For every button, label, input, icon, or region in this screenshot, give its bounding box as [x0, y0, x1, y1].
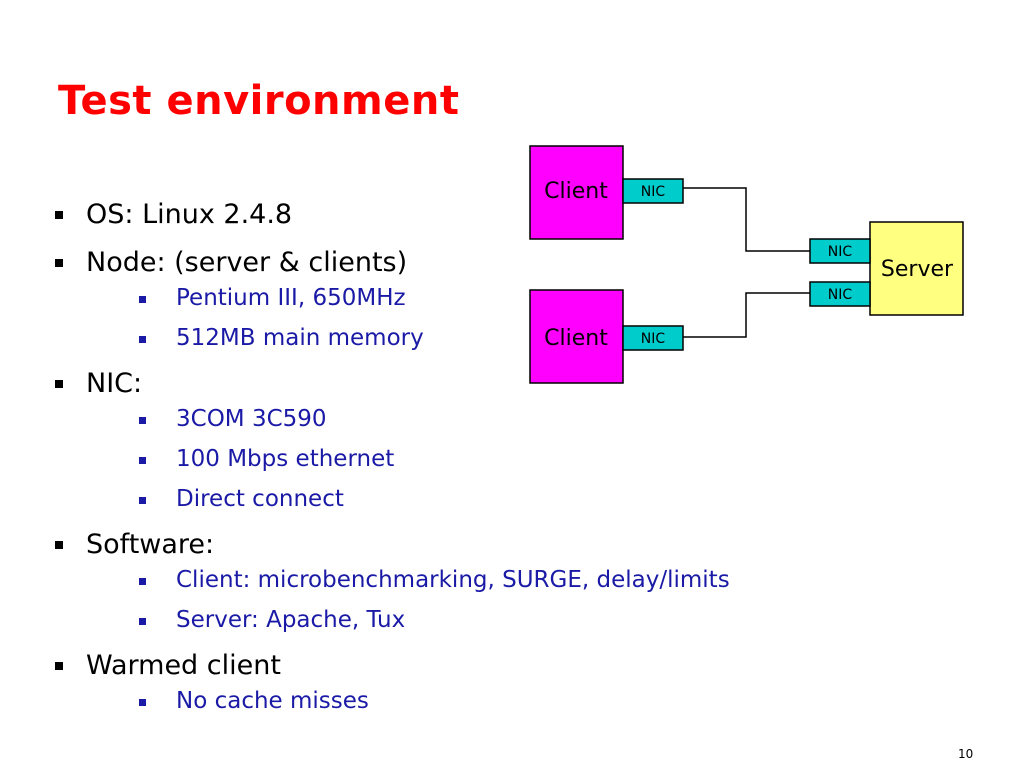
sub-bullet-memory-text: 512MB main memory [176, 325, 424, 351]
network-diagram: Client NIC Client NIC Server NIC NIC [529, 145, 964, 384]
sub-list-node: Pentium III, 650MHz 512MB main memory [86, 284, 852, 353]
server-nic-top-label: NIC [828, 244, 853, 260]
sub-bullet-ethernet: 100 Mbps ethernet [86, 445, 852, 474]
sub-bullet-server-software-text: Server: Apache, Tux [176, 607, 406, 633]
bullet-software-text: Software: [86, 529, 215, 560]
client-top-nic-label: NIC [641, 184, 666, 200]
sub-bullet-direct-connect-text: Direct connect [176, 486, 344, 512]
bullet-os: OS: Linux 2.4.8 [52, 198, 852, 232]
client-bottom-box [529, 289, 624, 384]
sub-bullet-cpu-text: Pentium III, 650MHz [176, 285, 406, 311]
sub-list-nic: 3COM 3C590 100 Mbps ethernet Direct conn… [86, 405, 852, 514]
link-bottom-client-to-server [683, 292, 810, 338]
server-nic-bottom-label: NIC [828, 287, 853, 303]
link-top-client-to-server [683, 187, 810, 252]
bullet-warmed-client: Warmed client No cache misses [52, 649, 852, 716]
bullet-list: OS: Linux 2.4.8 Node: (server & clients)… [52, 198, 852, 716]
sub-bullet-cache-text: No cache misses [176, 688, 369, 714]
server-nic-top-box [809, 238, 871, 264]
bullet-nic-text: NIC: [86, 368, 143, 399]
client-bottom-label: Client [544, 326, 608, 351]
client-top-label: Client [544, 179, 608, 204]
sub-bullet-client-software-text: Client: microbenchmarking, SURGE, delay/… [176, 567, 730, 593]
server-box [869, 221, 964, 316]
sub-bullet-direct-connect: Direct connect [86, 485, 852, 514]
bullet-warmed-client-text: Warmed client [86, 650, 281, 681]
sub-bullet-client-software: Client: microbenchmarking, SURGE, delay/… [86, 566, 852, 595]
client-top-nic-box [622, 178, 684, 204]
bullet-software: Software: Client: microbenchmarking, SUR… [52, 528, 852, 635]
client-bottom-nic-label: NIC [641, 331, 666, 347]
page-number: 10 [958, 747, 974, 761]
sub-bullet-server-software: Server: Apache, Tux [86, 606, 852, 635]
sub-bullet-nic-model: 3COM 3C590 [86, 405, 852, 434]
sub-bullet-memory: 512MB main memory [86, 324, 852, 353]
sub-bullet-ethernet-text: 100 Mbps ethernet [176, 446, 395, 472]
bullet-nic: NIC: 3COM 3C590 100 Mbps ethernet Direct… [52, 367, 852, 514]
sub-bullet-cache: No cache misses [86, 687, 852, 716]
client-bottom-nic-box [622, 325, 684, 351]
sub-list-software: Client: microbenchmarking, SURGE, delay/… [86, 566, 852, 635]
bullet-os-text: OS: Linux 2.4.8 [86, 199, 293, 230]
bullet-node: Node: (server & clients) Pentium III, 65… [52, 246, 852, 353]
sub-bullet-nic-model-text: 3COM 3C590 [176, 406, 327, 432]
slide-title: Test environment [58, 78, 460, 124]
server-label: Server [881, 257, 954, 282]
sub-bullet-cpu: Pentium III, 650MHz [86, 284, 852, 313]
bullet-node-text: Node: (server & clients) [86, 247, 408, 278]
sub-list-warmed: No cache misses [86, 687, 852, 716]
server-nic-bottom-box [809, 281, 871, 307]
